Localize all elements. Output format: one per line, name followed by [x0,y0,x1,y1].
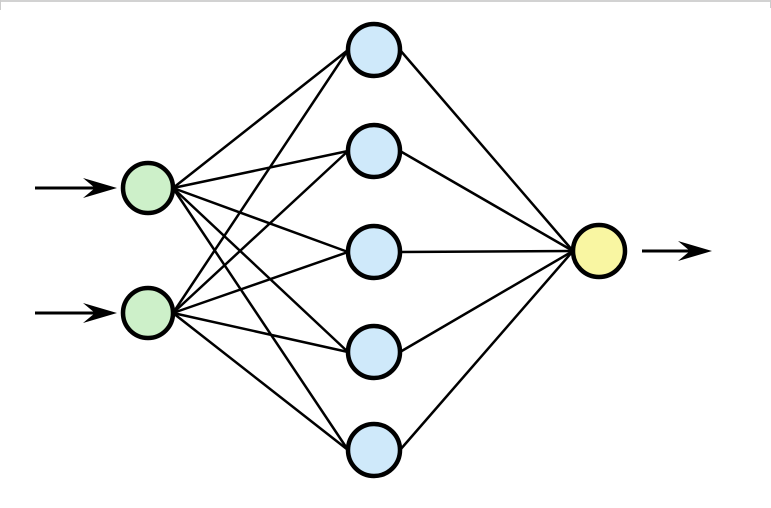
window-top-border [0,0,771,2]
hidden-node-4 [345,323,403,381]
edge-hidden4-output1 [399,249,574,354]
edge-input1-hidden5 [171,187,350,451]
input-node-1 [120,160,176,216]
edge-input1-hidden3 [172,186,349,254]
input-node-2 [120,285,176,341]
hidden-node-5 [345,421,403,479]
edge-input2-hidden4 [172,311,349,354]
edge-input2-hidden2 [172,150,349,314]
edge-hidden5-output1 [399,250,574,451]
output-arrowhead-icon [678,241,712,261]
edge-input2-hidden5 [172,312,349,451]
edge-input1-hidden4 [172,187,349,353]
hidden-node-2 [345,122,403,180]
input-arrowhead-icon [83,178,117,198]
edge-hidden1-output1 [399,49,574,252]
edge-hidden2-output1 [399,149,574,253]
edge-input2-hidden3 [172,250,349,315]
edge-hidden3-output1 [399,249,574,254]
input-arrowhead-icon [83,303,117,323]
edge-input1-hidden2 [172,149,349,190]
edge-input1-hidden1 [172,49,349,189]
window-left-edge-tick [0,0,1,10]
output-node-1 [570,222,628,280]
edge-input2-hidden1 [171,49,350,314]
hidden-node-3 [345,223,403,281]
hidden-node-1 [345,21,403,79]
